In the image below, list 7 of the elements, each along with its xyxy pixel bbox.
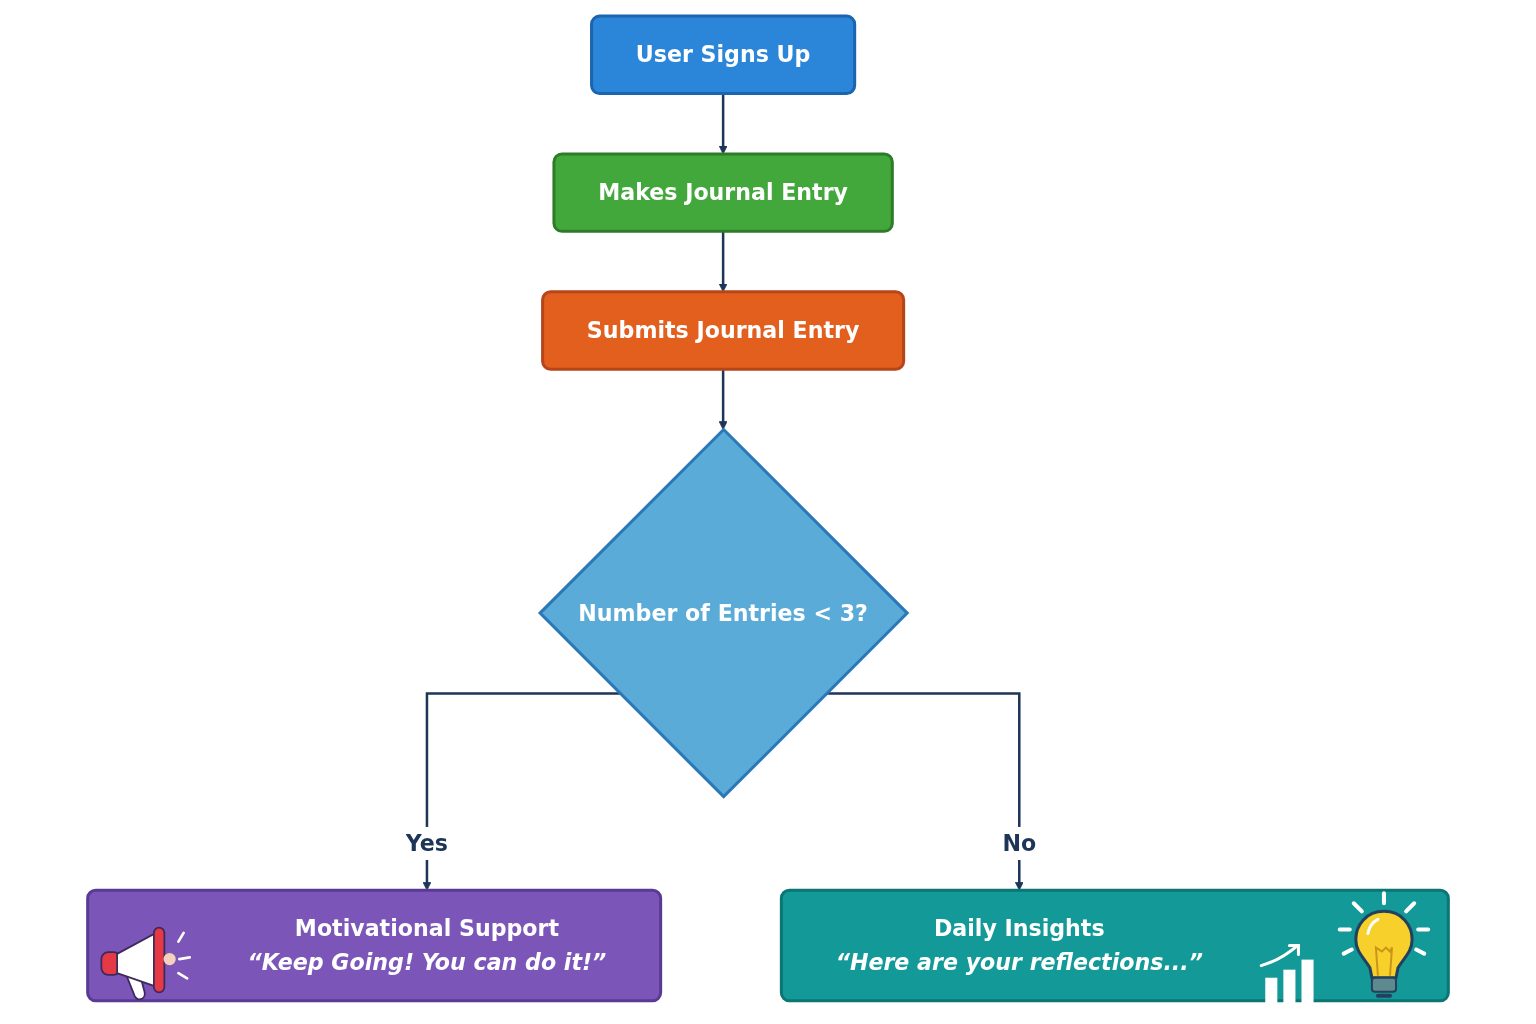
node-box: Submits Journal Entry (541, 290, 906, 371)
node-box: User Signs Up (590, 14, 857, 96)
edge-label: No (1002, 830, 1037, 857)
node-box: Makes Journal Entry (552, 152, 894, 233)
edge-label: Yes (405, 830, 449, 857)
arrow (422, 692, 620, 891)
node-diamond: Number of Entries < 3? (537, 427, 910, 799)
